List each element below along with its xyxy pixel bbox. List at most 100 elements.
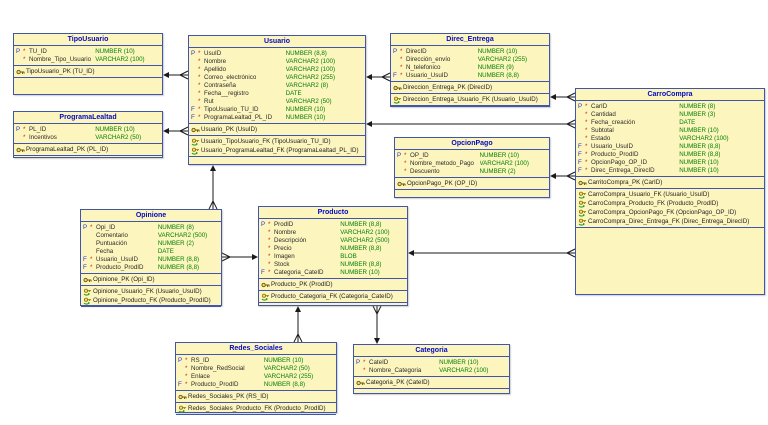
primary-key-row[interactable]: Opinione_PK (Opi_ID)	[83, 275, 219, 284]
foreign-key-row[interactable]: CarroCompra_Direc_Entrega_FK (Direc_Entr…	[578, 217, 762, 226]
entity-title[interactable]: Producto	[259, 207, 407, 219]
foreign-key-row[interactable]: Usuario_TipoUsuario_FK (TipoUsuario_TU_I…	[191, 137, 363, 146]
primary-key-row[interactable]: OpcionPago_PK (OP_ID)	[397, 179, 547, 188]
primary-key-row[interactable]: ProgramaLealtad_PK (PL_ID)	[16, 145, 160, 154]
relationship-carrocompra-direc_entrega[interactable]	[550, 92, 576, 102]
entity-title[interactable]: Opinione	[81, 210, 221, 222]
foreign-key-row[interactable]: CarroCompra_Producto_FK (Producto_ProdID…	[578, 199, 762, 208]
primary-key-row[interactable]: Usuario_PK (UsuID)	[191, 125, 363, 134]
entity-title[interactable]: ProgramaLealtad	[14, 112, 162, 124]
primary-key-row[interactable]: Direccion_Entrega_PK (DirecID)	[393, 83, 547, 92]
entity-title[interactable]: CarroCompra	[576, 89, 764, 101]
relationship-carrocompra-producto[interactable]	[408, 248, 576, 258]
entity-title[interactable]: Direc_Entrega	[391, 34, 549, 46]
relationship-carrocompra-opcionpago[interactable]	[550, 171, 576, 181]
foreign-key-row[interactable]: Usuario_ProgramaLealtad_FK (ProgramaLeal…	[191, 146, 363, 155]
relationship-redes_sociales-producto[interactable]	[293, 306, 303, 343]
primary-key-row[interactable]: TipoUsuario_PK (TU_ID)	[16, 67, 160, 76]
foreign-key-row[interactable]: Redes_Sociales_Producto_FK (Producto_Pro…	[178, 404, 334, 413]
relationship-usuario-programalealtad[interactable]	[163, 126, 189, 136]
relationship-usuario-tipousuario[interactable]	[163, 70, 189, 80]
relationship-producto-categoria[interactable]	[372, 305, 382, 344]
primary-key-row[interactable]: Producto_PK (ProdID)	[261, 280, 405, 289]
relationship-carrocompra-usuario[interactable]	[366, 119, 576, 129]
entity-title[interactable]: Redes_Sociales	[176, 343, 336, 355]
primary-key-row[interactable]: Categoria_PK (CateID)	[356, 378, 507, 387]
foreign-key-row[interactable]: Producto_Categoria_FK (Categoria_CateID)	[261, 292, 405, 301]
foreign-key-row[interactable]: Direccion_Entrega_Usuario_FK (Usuario_Us…	[393, 95, 547, 104]
primary-key-row[interactable]: Redes_Sociales_PK (RS_ID)	[178, 392, 334, 401]
relationship-opinione-producto[interactable]	[221, 252, 258, 262]
relationship-direc_entrega-usuario[interactable]	[366, 72, 391, 82]
foreign-key-row[interactable]: CarroCompra_Usuario_FK (Usuario_UsuID)	[578, 190, 762, 199]
entity-title[interactable]: TipoUsuario	[14, 34, 162, 46]
entity-title[interactable]: Usuario	[189, 36, 365, 48]
foreign-key-row[interactable]: Opinione_Usuario_FK (Usuario_UsuID)	[83, 287, 219, 296]
foreign-key-row[interactable]: CarroCompra_OpcionPago_FK (OpcionPago_OP…	[578, 208, 762, 217]
foreign-key-row[interactable]: Opinione_Producto_FK (Producto_ProdID)	[83, 296, 219, 305]
relationship-opinione-usuario[interactable]	[208, 165, 218, 210]
entity-title[interactable]: Categoria	[354, 345, 509, 357]
entity-title[interactable]: OpcionPago	[395, 138, 549, 150]
primary-key-row[interactable]: CarritoCompra_PK (CarID)	[578, 178, 762, 187]
